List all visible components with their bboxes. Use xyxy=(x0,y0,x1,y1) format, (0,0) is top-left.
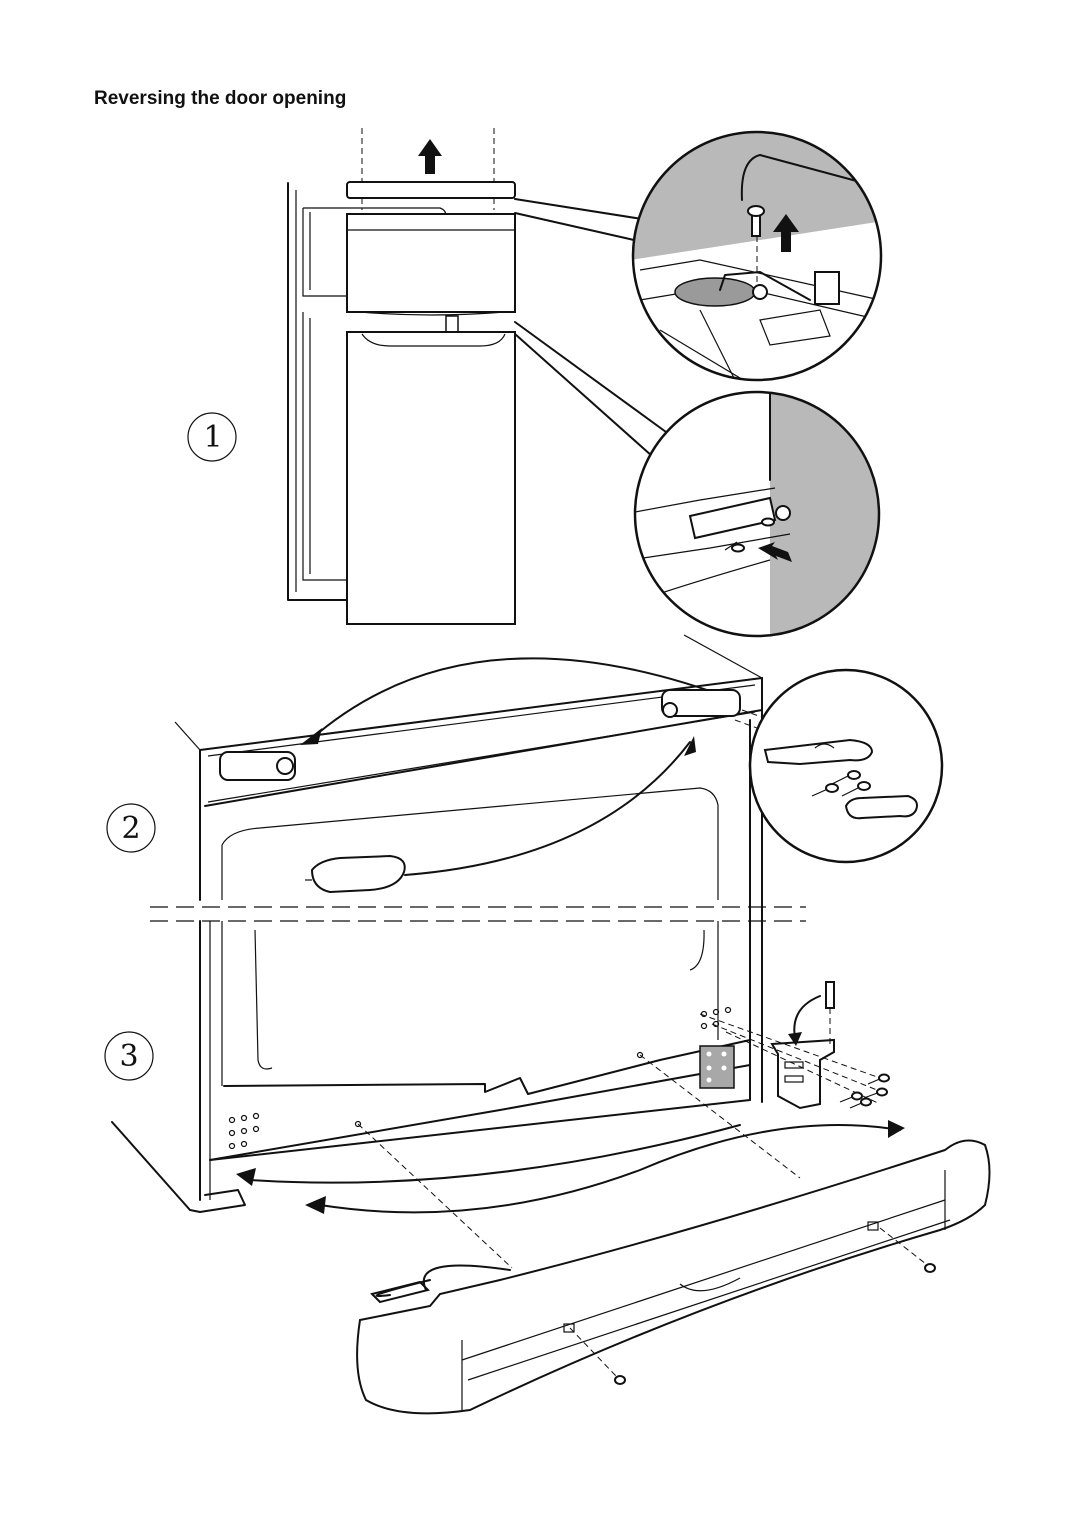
screw-icon xyxy=(614,1263,936,1385)
up-arrow-icon xyxy=(418,139,442,174)
step-1-figure xyxy=(287,128,667,625)
mounting-holes-left xyxy=(228,1112,260,1150)
step-3-figure xyxy=(111,920,991,1415)
page-title: Reversing the door opening xyxy=(94,88,347,109)
screw-icon xyxy=(839,1073,890,1109)
step-number-2: 2 xyxy=(121,811,140,846)
break-lines xyxy=(150,906,806,922)
step-2-figure xyxy=(174,634,821,1103)
step-circle-2 xyxy=(106,803,156,853)
down-right-arrow-icon xyxy=(758,542,792,562)
detail-hinge-parts xyxy=(748,668,944,864)
step-circle-1 xyxy=(187,412,237,462)
screw-icon xyxy=(811,770,871,797)
step-number-3: 3 xyxy=(119,1039,138,1074)
step-number-1: 1 xyxy=(203,420,222,455)
step-circle-3 xyxy=(104,1031,154,1081)
detail-top-hinge xyxy=(631,130,883,382)
up-arrow-icon xyxy=(773,214,799,252)
mounting-holes-right xyxy=(700,1006,732,1030)
detail-middle-hinge xyxy=(633,390,881,638)
